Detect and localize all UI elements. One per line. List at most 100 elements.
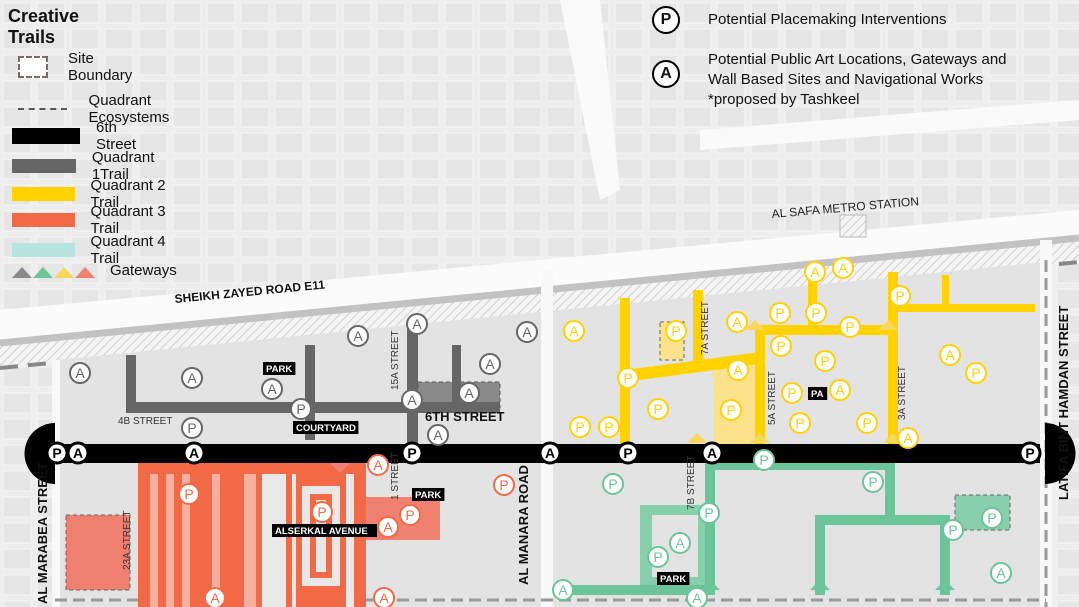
public-art-marker[interactable]: A <box>373 587 395 607</box>
public-art-marker[interactable]: A <box>367 454 389 476</box>
road-north <box>560 0 620 200</box>
placemaking-marker[interactable]: P <box>45 441 69 465</box>
svg-text:P: P <box>52 445 61 461</box>
placemaking-marker[interactable]: P <box>616 441 640 465</box>
public-art-marker[interactable]: A <box>377 516 399 538</box>
public-art-marker[interactable]: A <box>897 427 919 449</box>
public-art-marker[interactable]: A <box>700 441 724 465</box>
svg-text:A: A <box>412 316 422 332</box>
placemaking-marker[interactable]: P <box>181 417 203 439</box>
placemaking-marker[interactable]: P <box>598 416 620 438</box>
svg-text:P: P <box>787 385 796 401</box>
placemaking-marker[interactable]: P <box>769 302 791 324</box>
legend-label: Quadrant 1Trail <box>91 149 155 183</box>
placemaking-marker[interactable]: P <box>789 412 811 434</box>
placemaking-marker[interactable]: P <box>856 412 878 434</box>
public-art-marker[interactable]: A <box>458 382 480 404</box>
public-art-marker[interactable]: A <box>686 587 708 607</box>
placemaking-marker[interactable]: P <box>665 320 687 342</box>
placemaking-marker[interactable]: P <box>1018 441 1042 465</box>
public-art-marker[interactable]: A <box>401 389 423 411</box>
public-art-marker[interactable]: A <box>69 362 91 384</box>
placemaking-marker[interactable]: P <box>862 471 884 493</box>
courtyard-tag: COURTYARD <box>293 421 359 434</box>
4b-street-label: 4B STREET <box>118 416 172 427</box>
highway-edge <box>0 234 1079 347</box>
svg-text:P: P <box>704 505 713 521</box>
svg-text:A: A <box>187 370 197 386</box>
placemaking-marker[interactable]: P <box>781 382 803 404</box>
legend-q1: Quadrant 1Trail <box>12 149 173 183</box>
placemaking-marker[interactable]: P <box>942 519 964 541</box>
placemaking-marker[interactable]: P <box>647 398 669 420</box>
svg-text:A: A <box>732 314 742 330</box>
park-tag: PARK <box>263 362 296 375</box>
placemaking-marker[interactable]: P <box>889 285 911 307</box>
svg-text:P: P <box>575 419 584 435</box>
placemaking-marker[interactable]: P <box>647 546 669 568</box>
3a-street-label: 3A STREET <box>897 366 908 420</box>
placemaking-marker[interactable]: P <box>805 302 827 324</box>
swatch <box>12 159 76 173</box>
public-art-marker[interactable]: A <box>538 441 562 465</box>
public-art-marker[interactable]: A <box>516 321 538 343</box>
svg-text:A: A <box>522 324 532 340</box>
public-art-marker[interactable]: A <box>182 441 206 465</box>
placemaking-marker[interactable]: P <box>311 501 333 523</box>
public-art-marker[interactable]: A <box>347 325 369 347</box>
public-art-marker[interactable]: A <box>181 367 203 389</box>
7b-street-label: 7B STREET <box>686 456 697 510</box>
svg-text:P: P <box>317 504 326 520</box>
placemaking-marker[interactable]: P <box>602 473 624 495</box>
placemaking-marker[interactable]: P <box>178 483 200 505</box>
public-art-marker[interactable]: A <box>427 424 449 446</box>
placemaking-marker[interactable]: P <box>399 504 421 526</box>
public-art-marker[interactable]: A <box>479 353 501 375</box>
public-art-marker[interactable]: A <box>563 320 585 342</box>
site-boundary-swatch <box>18 56 49 78</box>
placemaking-marker[interactable]: P <box>290 398 312 420</box>
placemaking-marker[interactable]: P <box>753 449 775 471</box>
placemaking-marker[interactable]: P <box>839 316 861 338</box>
svg-text:PA: PA <box>811 389 824 400</box>
gateway-triangle <box>687 433 707 443</box>
public-art-marker[interactable]: A <box>727 359 749 381</box>
placemaking-marker[interactable]: P <box>981 507 1003 529</box>
public-art-marker[interactable]: A <box>829 379 851 401</box>
svg-text:A: A <box>383 519 393 535</box>
svg-text:P: P <box>845 319 854 335</box>
swatch <box>12 243 75 257</box>
public-art-marker[interactable]: A <box>990 562 1012 584</box>
public-art-marker[interactable]: A <box>66 441 90 465</box>
placemaking-marker[interactable]: P <box>569 416 591 438</box>
gateway-triangle <box>750 433 770 443</box>
7a-street-label: 7A STREET <box>700 301 711 355</box>
placemaking-marker[interactable]: P <box>814 350 836 372</box>
placemaking-marker[interactable]: P <box>493 474 515 496</box>
public-art-marker[interactable]: A <box>804 261 826 283</box>
public-art-marker[interactable]: A <box>204 587 226 607</box>
placemaking-marker[interactable]: P <box>770 335 792 357</box>
gateway-triangle <box>700 580 720 590</box>
public-art-marker[interactable]: A <box>726 311 748 333</box>
svg-text:P: P <box>499 477 508 493</box>
public-art-marker[interactable]: A <box>552 579 574 601</box>
gateway-triangle <box>935 580 955 590</box>
svg-text:A: A <box>692 590 702 606</box>
public-art-marker[interactable]: A <box>261 378 283 400</box>
placemaking-marker[interactable]: P <box>965 362 987 384</box>
placemaking-marker[interactable]: P <box>720 399 742 421</box>
placemaking-marker[interactable]: P <box>698 502 720 524</box>
placemaking-marker[interactable]: P <box>400 441 424 465</box>
public-art-marker[interactable]: A <box>406 313 428 335</box>
public-art-marker[interactable]: A <box>939 344 961 366</box>
placemaking-marker[interactable]: P <box>617 367 639 389</box>
15a-street-label: 15A STREET <box>390 331 401 390</box>
road-north-2 <box>700 100 1079 150</box>
svg-text:A: A <box>75 365 85 381</box>
legend-label: Quadrant 3 Trail <box>90 203 166 237</box>
public-art-marker[interactable]: A <box>832 257 854 279</box>
svg-text:A: A <box>707 445 717 461</box>
public-art-marker[interactable]: A <box>669 532 691 554</box>
